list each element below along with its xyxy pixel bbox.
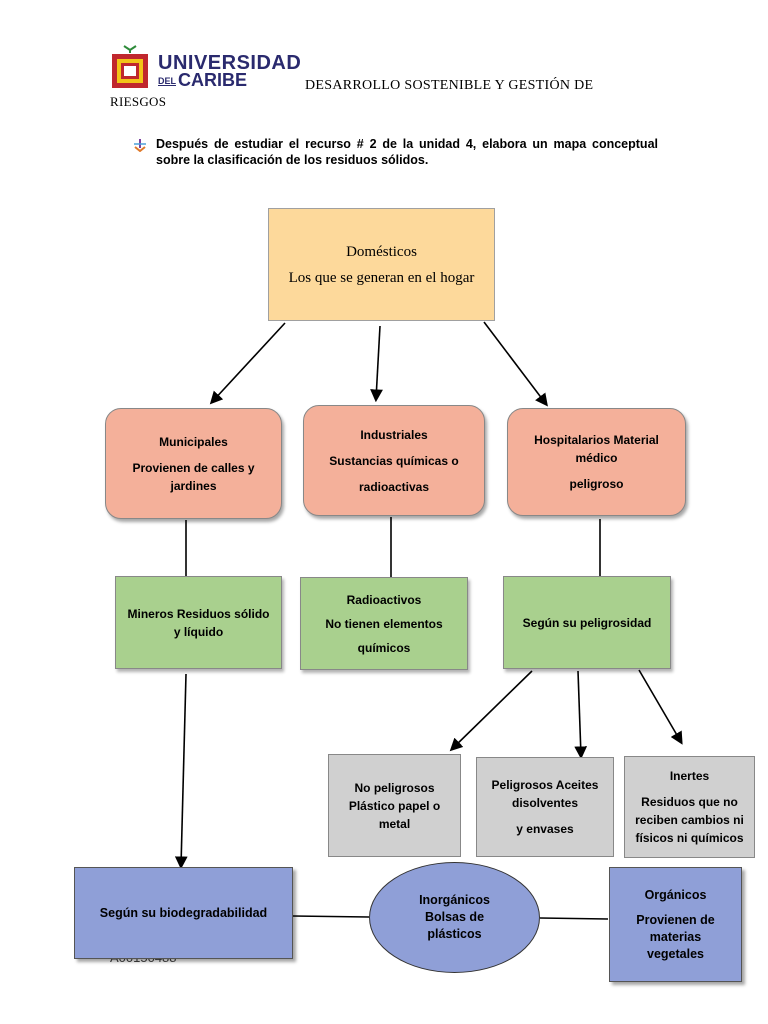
node-title: Inertes (669, 769, 710, 783)
university-name: UNIVERSIDAD (158, 52, 302, 74)
node-title: Radioactivos (346, 592, 422, 607)
node-title: Domésticos (346, 243, 417, 260)
node-peligrosos: Peligrosos Aceites disolventes y envases (476, 757, 614, 857)
node-title: Según su biodegradabilidad (99, 905, 268, 920)
course-title-line2: RIESGOS (110, 94, 167, 109)
node-title: Orgánicos (644, 887, 707, 902)
node-title: Municipales (159, 434, 228, 449)
node-domesticos: Domésticos Los que se generan en el hoga… (268, 208, 495, 321)
node-title: Hospitalarios Material médico (534, 433, 659, 465)
university-logo (110, 44, 150, 90)
node-description-line2: químicos (357, 640, 411, 655)
node-mineros: Mineros Residuos sólido y líquido (115, 576, 282, 669)
node-municipales: Municipales Provienen de calles y jardin… (105, 408, 282, 519)
node-inertes: Inertes Residuos que no reciben cambios … (624, 756, 755, 858)
node-biodegradabilidad: Según su biodegradabilidad (74, 867, 293, 959)
arrow-bullet-icon (133, 138, 147, 153)
node-description: Residuos que no reciben cambios ni físic… (635, 795, 744, 845)
node-title: Mineros Residuos sólido y líquido (127, 606, 270, 639)
node-title: Industriales (360, 427, 428, 442)
node-radioactivos: Radioactivos No tienen elementos químico… (300, 577, 468, 670)
node-no-peligrosos: No peligrosos Plástico papel o metal (328, 754, 461, 857)
node-description: Provienen de materias vegetales (636, 912, 715, 961)
node-description: Provienen de calles y jardines (132, 460, 255, 493)
node-title: Peligrosos Aceites disolventes (491, 778, 599, 810)
node-description: peligroso (569, 477, 624, 491)
node-organicos: Orgánicos Provienen de materias vegetale… (609, 867, 742, 982)
node-title: Inorgánicos Bolsas de plásticos (419, 893, 490, 941)
node-description: No tienen elementos (325, 616, 443, 631)
node-title: No peligrosos Plástico papel o metal (348, 780, 441, 831)
node-title: Según su peligrosidad (522, 615, 652, 630)
node-description-line2: radioactivas (358, 479, 430, 494)
node-industriales: Industriales Sustancias químicas o radio… (303, 405, 485, 516)
node-description: Sustancias químicas o (329, 453, 459, 468)
node-description: Los que se generan en el hogar (288, 269, 475, 286)
instruction-text: Después de estudiar el recurso # 2 de la… (156, 137, 658, 167)
course-title: DESARROLLO SOSTENIBLE Y GESTIÓN DE (305, 78, 594, 93)
node-description: y envases (516, 822, 574, 836)
node-segun-peligrosidad: Según su peligrosidad (503, 576, 671, 669)
node-hospitalarios: Hospitalarios Material médico peligroso (507, 408, 686, 516)
node-inorganicos: Inorgánicos Bolsas de plásticos (369, 862, 540, 973)
